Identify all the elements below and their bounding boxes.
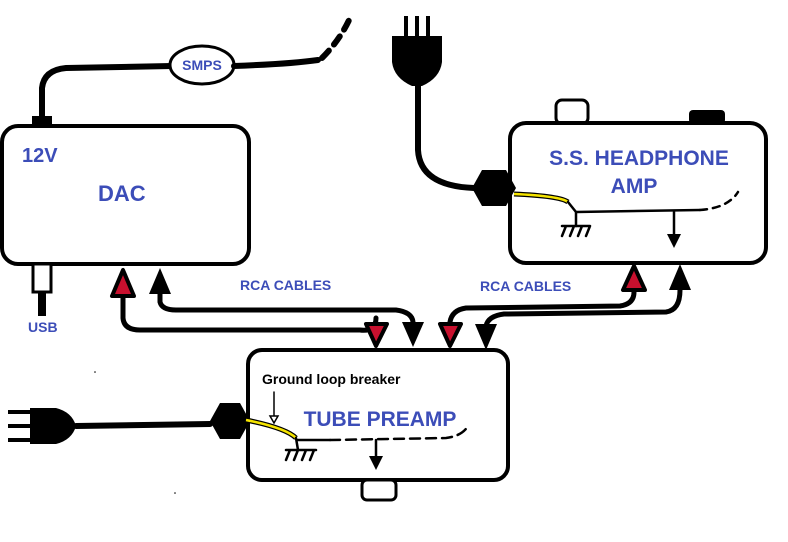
rca-arrow-dac-black xyxy=(149,268,171,294)
ground-loop-breaker-label: Ground loop breaker xyxy=(262,371,401,387)
headphone-amp-signal-line xyxy=(574,208,702,214)
headphone-amp-knob-right xyxy=(689,110,725,124)
tube-preamp-foot xyxy=(360,478,398,502)
headphone-amp-power-cable xyxy=(415,83,477,191)
dac-label: DAC xyxy=(98,181,146,206)
headphone-amp-label-line2: AMP xyxy=(611,175,658,198)
preamp-hex-grommet-icon xyxy=(210,403,250,439)
dac-box xyxy=(0,124,251,266)
rca-cable-dac-black xyxy=(157,291,416,325)
headphone-amp-signal-arrow xyxy=(667,234,681,248)
smps-label: SMPS xyxy=(182,57,222,73)
rca-cable-amp-black xyxy=(483,287,683,329)
smps-cable-to-mains xyxy=(231,57,321,69)
hex-grommet-icon xyxy=(472,170,516,206)
smps-cable-to-dac xyxy=(39,63,175,121)
rca-arrow-amp-black xyxy=(669,264,691,290)
preamp-ground-symbol-icon xyxy=(284,448,318,462)
usb-connector xyxy=(31,262,53,316)
headphone-amp-knob-left xyxy=(554,98,590,126)
rca-arrow-preamp-in-red xyxy=(364,322,389,348)
rca-arrow-preamp-out-red xyxy=(438,322,463,348)
rca-cables-label-left: RCA CABLES xyxy=(240,277,331,293)
ground-loop-breaker-pointer xyxy=(268,415,280,425)
rca-arrow-preamp-out-black xyxy=(475,324,497,350)
power-plug-icon xyxy=(392,16,442,86)
headphone-amp-label-line1: S.S. HEADPHONE xyxy=(549,147,729,170)
dac-voltage-label: 12V xyxy=(22,145,58,167)
speck xyxy=(174,492,176,494)
rca-arrow-preamp-in-black xyxy=(402,322,424,347)
preamp-power-plug-icon xyxy=(8,408,76,444)
tube-preamp-label: TUBE PREAMP xyxy=(304,408,457,431)
rca-cables-label-right: RCA CABLES xyxy=(480,278,571,294)
rca-arrow-amp-red xyxy=(621,264,647,292)
rca-cable-amp-red xyxy=(447,289,637,325)
speck xyxy=(94,371,96,373)
rca-arrow-dac-red xyxy=(110,268,136,298)
preamp-power-cable xyxy=(73,421,213,429)
smps-cable-dashed xyxy=(319,15,353,61)
preamp-signal-arrow xyxy=(369,456,383,470)
dac-power-connector xyxy=(32,116,52,128)
ground-symbol-icon xyxy=(560,224,592,238)
usb-label: USB xyxy=(28,319,58,335)
